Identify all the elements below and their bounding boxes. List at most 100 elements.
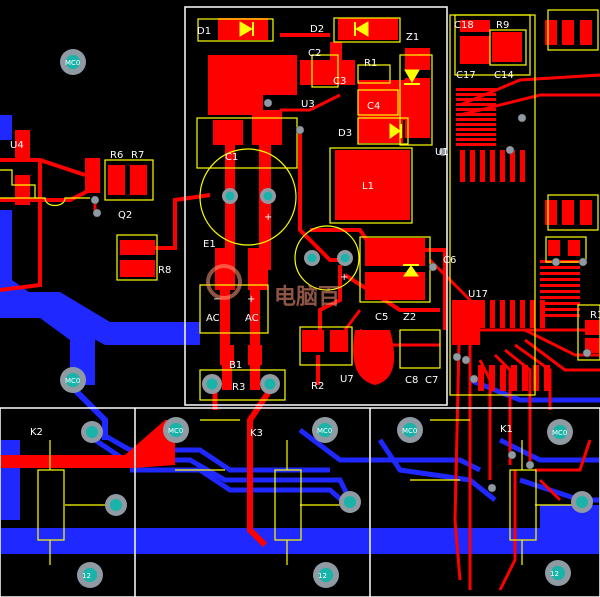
via [507,450,517,460]
designator-u17: U17 [468,289,488,300]
via [461,355,471,365]
ic-pin [470,150,475,182]
diode-symbols [239,21,420,277]
designator-r1: R1 [364,58,377,69]
ic-pin [456,138,496,141]
ic-pin [456,128,496,131]
pad-net-label: 12 [318,572,327,580]
ic-pin [456,93,496,96]
ic-pin [480,150,485,182]
via [469,374,479,384]
pad-hole [82,567,98,583]
minus-label: − [213,294,221,305]
designator-c6: C6 [443,255,456,266]
ic-pin [460,150,465,182]
designator-c1: C1 [225,152,238,163]
designator-r3: R3 [232,382,245,393]
designator-r7: R7 [131,150,144,161]
ic-pin [456,143,496,146]
designator-u1: U1 [435,147,449,158]
ic-pin [456,123,496,126]
ic-pin [540,290,580,293]
designator-u3: U3 [301,99,315,110]
pad-net-label: MC0 [402,427,417,435]
ic-pin-array [456,88,580,391]
ic-pin [456,118,496,121]
via [428,262,438,272]
ic-pin [540,314,580,317]
pad-hole [552,424,568,440]
pad-hole [575,495,589,509]
pad-net-label: 12 [550,570,559,578]
designator-c2: C2 [308,48,321,59]
ic-pin [456,88,496,91]
plus-label: + [247,294,255,305]
ic-pin [500,365,506,391]
designator-z1: Z1 [406,32,419,43]
ic-pin [456,133,496,136]
via [452,352,462,362]
ic-pin [520,150,525,182]
ac-right-label: AC [245,313,259,324]
ic-pin [540,266,580,269]
pad-net-label: MC0 [65,59,80,67]
designator-c5: C5 [375,312,388,323]
designator-b1: B1 [229,360,242,371]
watermark-logo [206,264,242,300]
pad-hole [65,372,81,388]
designator-q2: Q2 [118,210,132,221]
designator-u7: U7 [340,374,354,385]
ac-left-label: AC [206,313,220,324]
ic-pin [456,103,496,106]
designator-l1: L1 [362,181,374,192]
via [525,460,535,470]
c6-plus-label: + [340,272,348,283]
pad-net-label: MC0 [552,429,567,437]
designator-c3: C3 [333,76,346,87]
via [551,257,561,267]
via [582,348,592,358]
e1-plus-label: + [264,212,272,223]
via [487,483,497,493]
designator-d1: D1 [197,26,211,37]
ic-pin [500,300,505,328]
ic-pin [480,300,485,328]
pad-hole [263,191,273,201]
designator-c18: C18 [454,20,474,31]
ic-pin [540,302,580,305]
ic-pin [478,365,484,391]
ic-pin [456,113,496,116]
pad-net-label: MC0 [317,427,332,435]
pad-net-label: MC0 [65,377,80,385]
via [295,125,305,135]
designator-r2: R2 [311,381,324,392]
via [517,113,527,123]
via [578,257,588,267]
ic-pin [540,296,580,299]
pad-hole [264,378,276,390]
ic-pin [533,365,539,391]
ic-pin [522,365,528,391]
via [263,98,273,108]
ic-pin [510,300,515,328]
pad-hole [307,253,317,263]
designator-k3: K3 [250,428,263,439]
ic-pin [489,365,495,391]
silkscreen-layer [0,9,600,565]
designator-k2: K2 [30,427,43,438]
pad-net-label: 12 [82,572,91,580]
ic-pin [540,272,580,275]
ic-pin [540,278,580,281]
pad-hole [225,191,235,201]
designator-c17: C17 [456,70,476,81]
designator-c4: C4 [367,101,380,112]
pad-hole [402,422,418,438]
ic-pin [540,308,580,311]
pad-hole [317,422,333,438]
designator-z2: Z2 [403,312,416,323]
designator-e1: E1 [203,239,216,250]
